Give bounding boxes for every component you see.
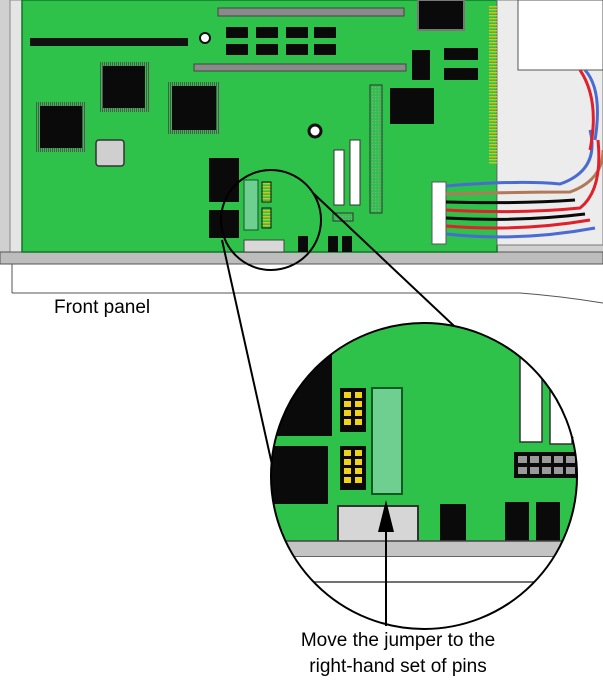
front-panel-label: Front panel <box>54 297 151 318</box>
callout-circle-small <box>220 169 322 271</box>
small-jumper-area <box>243 179 272 231</box>
board-components <box>30 0 478 253</box>
jumper-instruction-line-2: right-hand set of pins <box>309 656 487 677</box>
callout-circle-large <box>270 322 578 630</box>
jumper-instruction-line-1: Move the jumper to the <box>300 630 496 651</box>
cable-bundle <box>431 68 603 245</box>
jumper-instruction: Move the jumper to the right-hand set of… <box>248 628 548 680</box>
arrow-up-icon <box>378 500 394 626</box>
callout-line-left <box>221 239 276 479</box>
zoomed-detail <box>271 323 577 629</box>
